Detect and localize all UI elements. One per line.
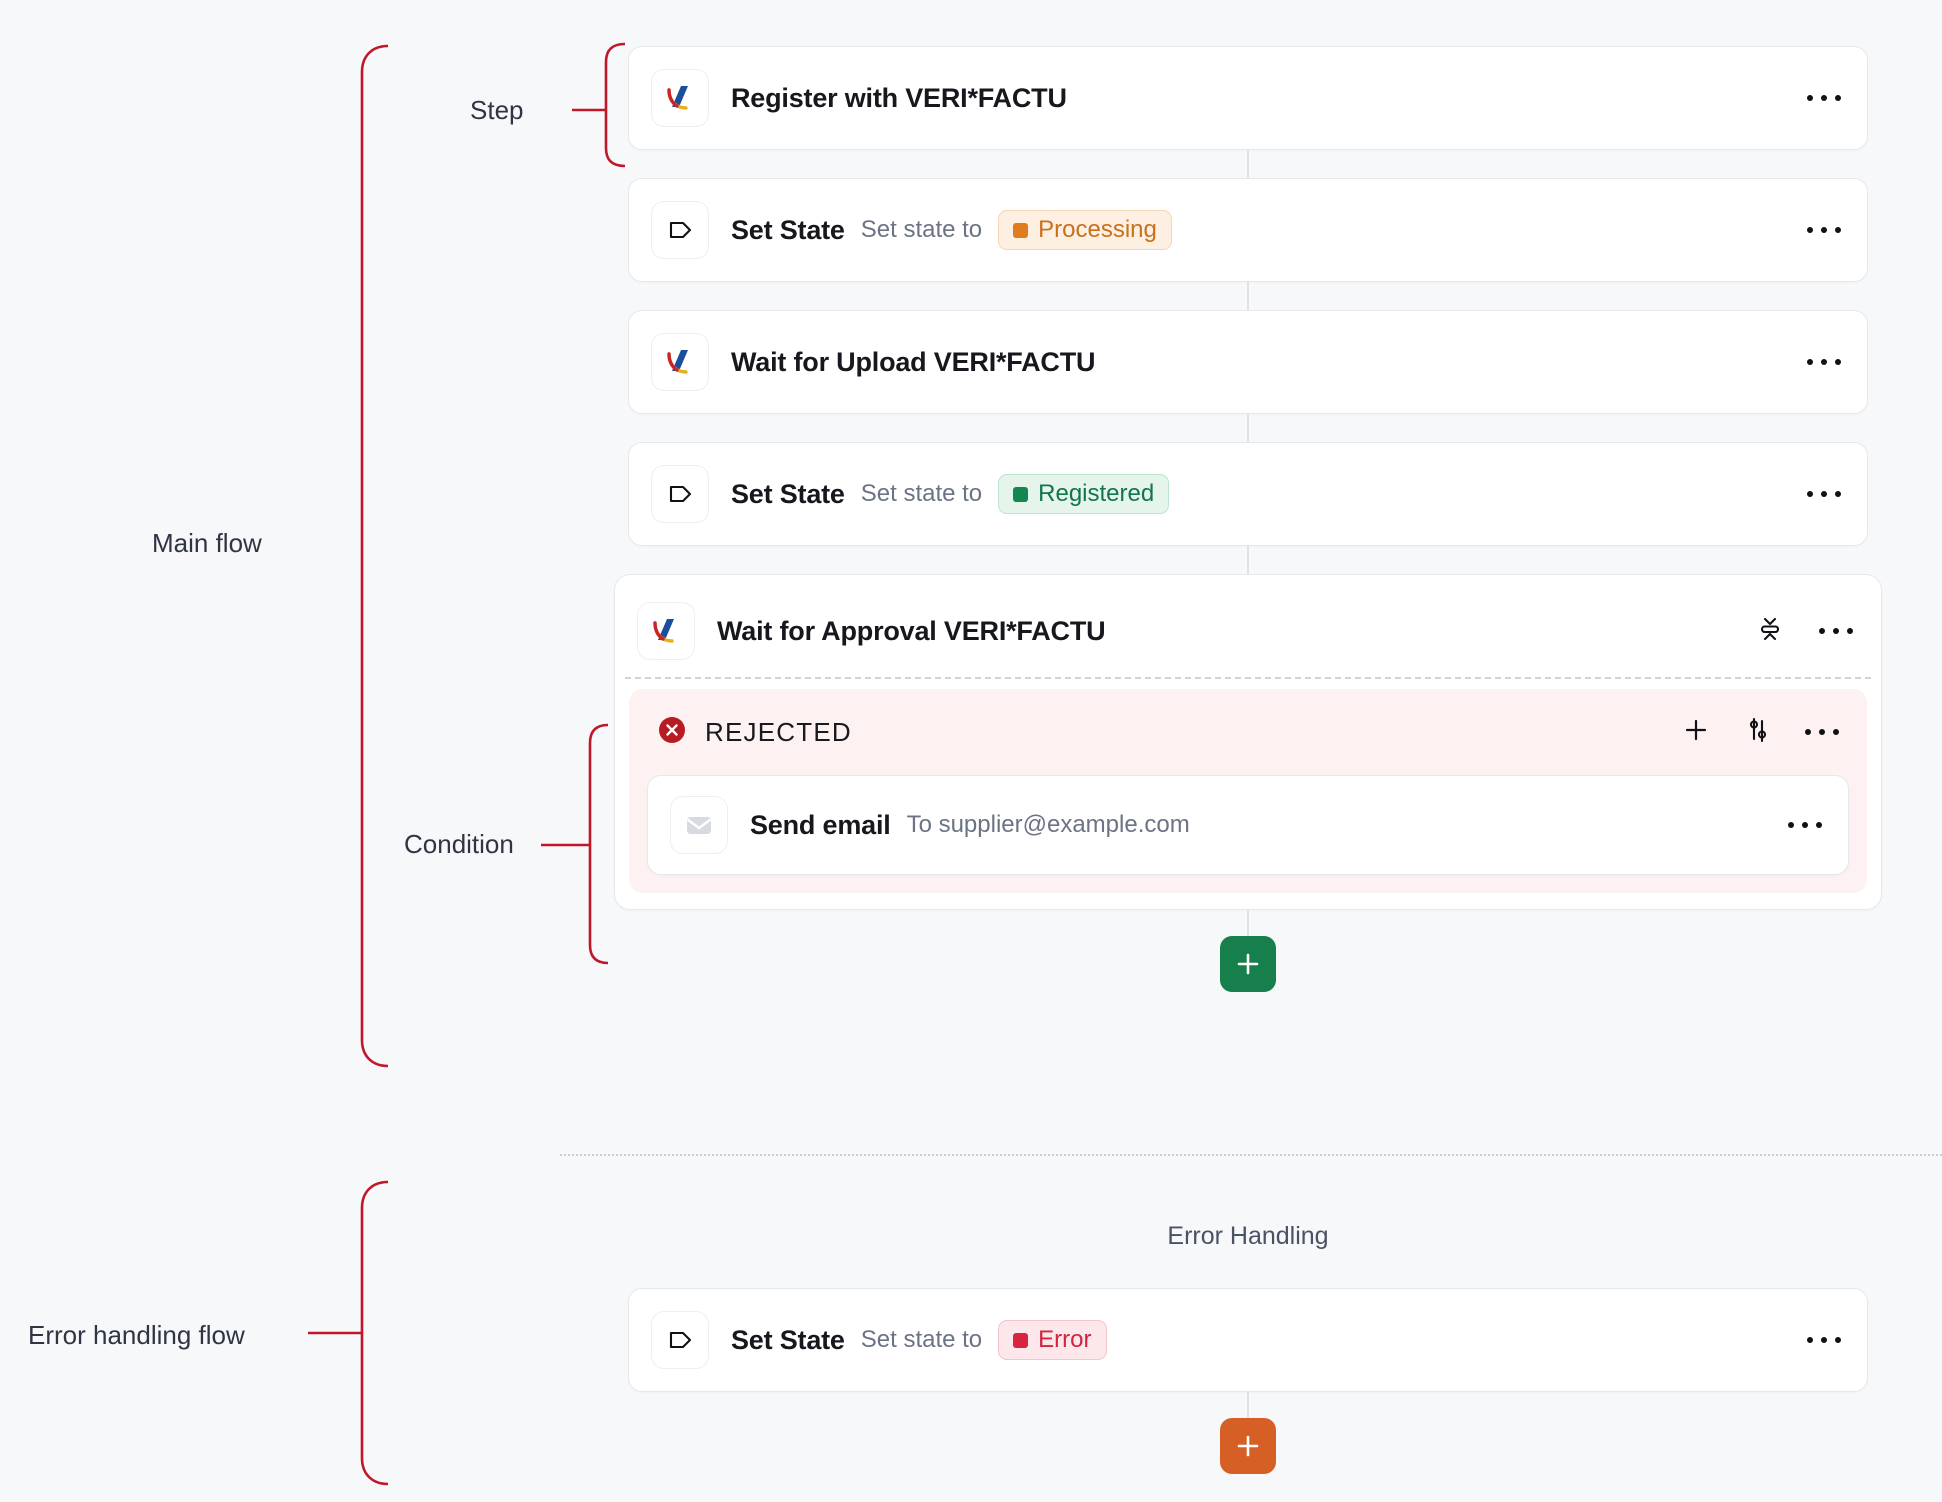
step-card-set-state-error[interactable]: Set State Set state to Error xyxy=(628,1288,1868,1392)
tag-icon xyxy=(651,1311,709,1369)
error-handling-column: Set State Set state to Error xyxy=(628,1288,1868,1474)
step-card-set-state-registered[interactable]: Set State Set state to Registered xyxy=(628,442,1868,546)
step-card-wait-approval-group: Wait for Approval VERI*FACTU xyxy=(614,574,1882,910)
more-options-icon[interactable] xyxy=(1805,721,1839,743)
more-options-icon[interactable] xyxy=(1788,814,1822,836)
plus-icon[interactable] xyxy=(1681,715,1711,750)
step-card-wait-upload[interactable]: Wait for Upload VERI*FACTU xyxy=(628,310,1868,414)
connector-line xyxy=(1247,910,1249,936)
status-swatch xyxy=(1013,1332,1029,1348)
card-actions xyxy=(1807,351,1841,373)
step-title: Set State xyxy=(731,478,845,509)
add-error-step-button[interactable] xyxy=(1220,1418,1276,1474)
card-actions xyxy=(1807,219,1841,241)
step-title: Register with VERI*FACTU xyxy=(731,82,1067,113)
status-badge: Processing xyxy=(998,210,1172,250)
annotation-main-flow: Main flow xyxy=(152,528,262,558)
step-title: Wait for Approval VERI*FACTU xyxy=(717,615,1106,646)
card-actions xyxy=(1788,814,1822,836)
status-badge: Error xyxy=(998,1320,1107,1360)
status-badge-label: Error xyxy=(1038,1326,1092,1353)
more-options-icon[interactable] xyxy=(1807,351,1841,373)
verifactu-logo-icon xyxy=(637,602,695,660)
add-error-step-wrap xyxy=(628,1392,1868,1474)
more-options-icon[interactable] xyxy=(1807,219,1841,241)
step-title: Set State xyxy=(731,214,845,245)
more-options-icon[interactable] xyxy=(1807,87,1841,109)
tag-icon xyxy=(651,465,709,523)
status-badge-label: Registered xyxy=(1038,480,1155,507)
step-card-send-email[interactable]: Send email To supplier@example.com xyxy=(647,775,1849,875)
status-swatch xyxy=(1013,222,1029,238)
card-actions xyxy=(1807,1329,1841,1351)
add-step-wrap xyxy=(628,910,1868,992)
condition-label: REJECTED xyxy=(705,716,852,747)
step-title: Send email xyxy=(750,809,891,840)
sliders-icon[interactable] xyxy=(1743,715,1773,750)
step-subtitle: Set state to xyxy=(860,216,983,243)
step-card-register[interactable]: Register with VERI*FACTU xyxy=(628,46,1868,150)
more-options-icon[interactable] xyxy=(1807,483,1841,505)
add-step-button[interactable] xyxy=(1220,936,1276,992)
status-badge: Registered xyxy=(998,474,1170,514)
condition-block-rejected: REJECTED xyxy=(629,689,1867,893)
connector-line xyxy=(1247,1392,1249,1418)
condition-actions xyxy=(1681,715,1839,750)
more-options-icon[interactable] xyxy=(1819,620,1853,642)
step-title: Wait for Upload VERI*FACTU xyxy=(731,346,1096,377)
annotation-error-handling-flow: Error handling flow xyxy=(28,1320,245,1350)
annotation-step: Step xyxy=(470,95,524,125)
tag-icon xyxy=(651,201,709,259)
verifactu-logo-icon xyxy=(651,333,709,391)
verifactu-logo-icon xyxy=(651,69,709,127)
group-step-header[interactable]: Wait for Approval VERI*FACTU xyxy=(625,585,1871,679)
status-swatch xyxy=(1013,486,1029,502)
collapse-vertical-icon[interactable] xyxy=(1755,614,1785,649)
card-actions xyxy=(1807,87,1841,109)
envelope-icon xyxy=(670,796,728,854)
card-actions xyxy=(1807,483,1841,505)
step-card-set-state-processing[interactable]: Set State Set state to Processing xyxy=(628,178,1868,282)
circle-x-icon xyxy=(657,715,687,750)
main-flow-column: Register with VERI*FACTU Set State Set s… xyxy=(614,46,1882,992)
step-subtitle: To supplier@example.com xyxy=(906,811,1190,838)
status-badge-label: Processing xyxy=(1038,216,1157,243)
condition-children: Send email To supplier@example.com xyxy=(629,775,1867,875)
step-title: Set State xyxy=(731,1324,845,1355)
step-subtitle: Set state to xyxy=(860,1326,983,1353)
connector-line xyxy=(1247,282,1249,310)
error-handling-title: Error Handling xyxy=(1167,1222,1329,1250)
card-actions xyxy=(1755,614,1853,649)
annotation-condition: Condition xyxy=(404,829,514,859)
more-options-icon[interactable] xyxy=(1807,1329,1841,1351)
step-subtitle: Set state to xyxy=(860,480,983,507)
connector-line xyxy=(1247,150,1249,178)
section-divider xyxy=(560,1154,1942,1156)
connector-line xyxy=(1247,414,1249,442)
connector-line xyxy=(1247,546,1249,574)
condition-header[interactable]: REJECTED xyxy=(629,689,1867,775)
